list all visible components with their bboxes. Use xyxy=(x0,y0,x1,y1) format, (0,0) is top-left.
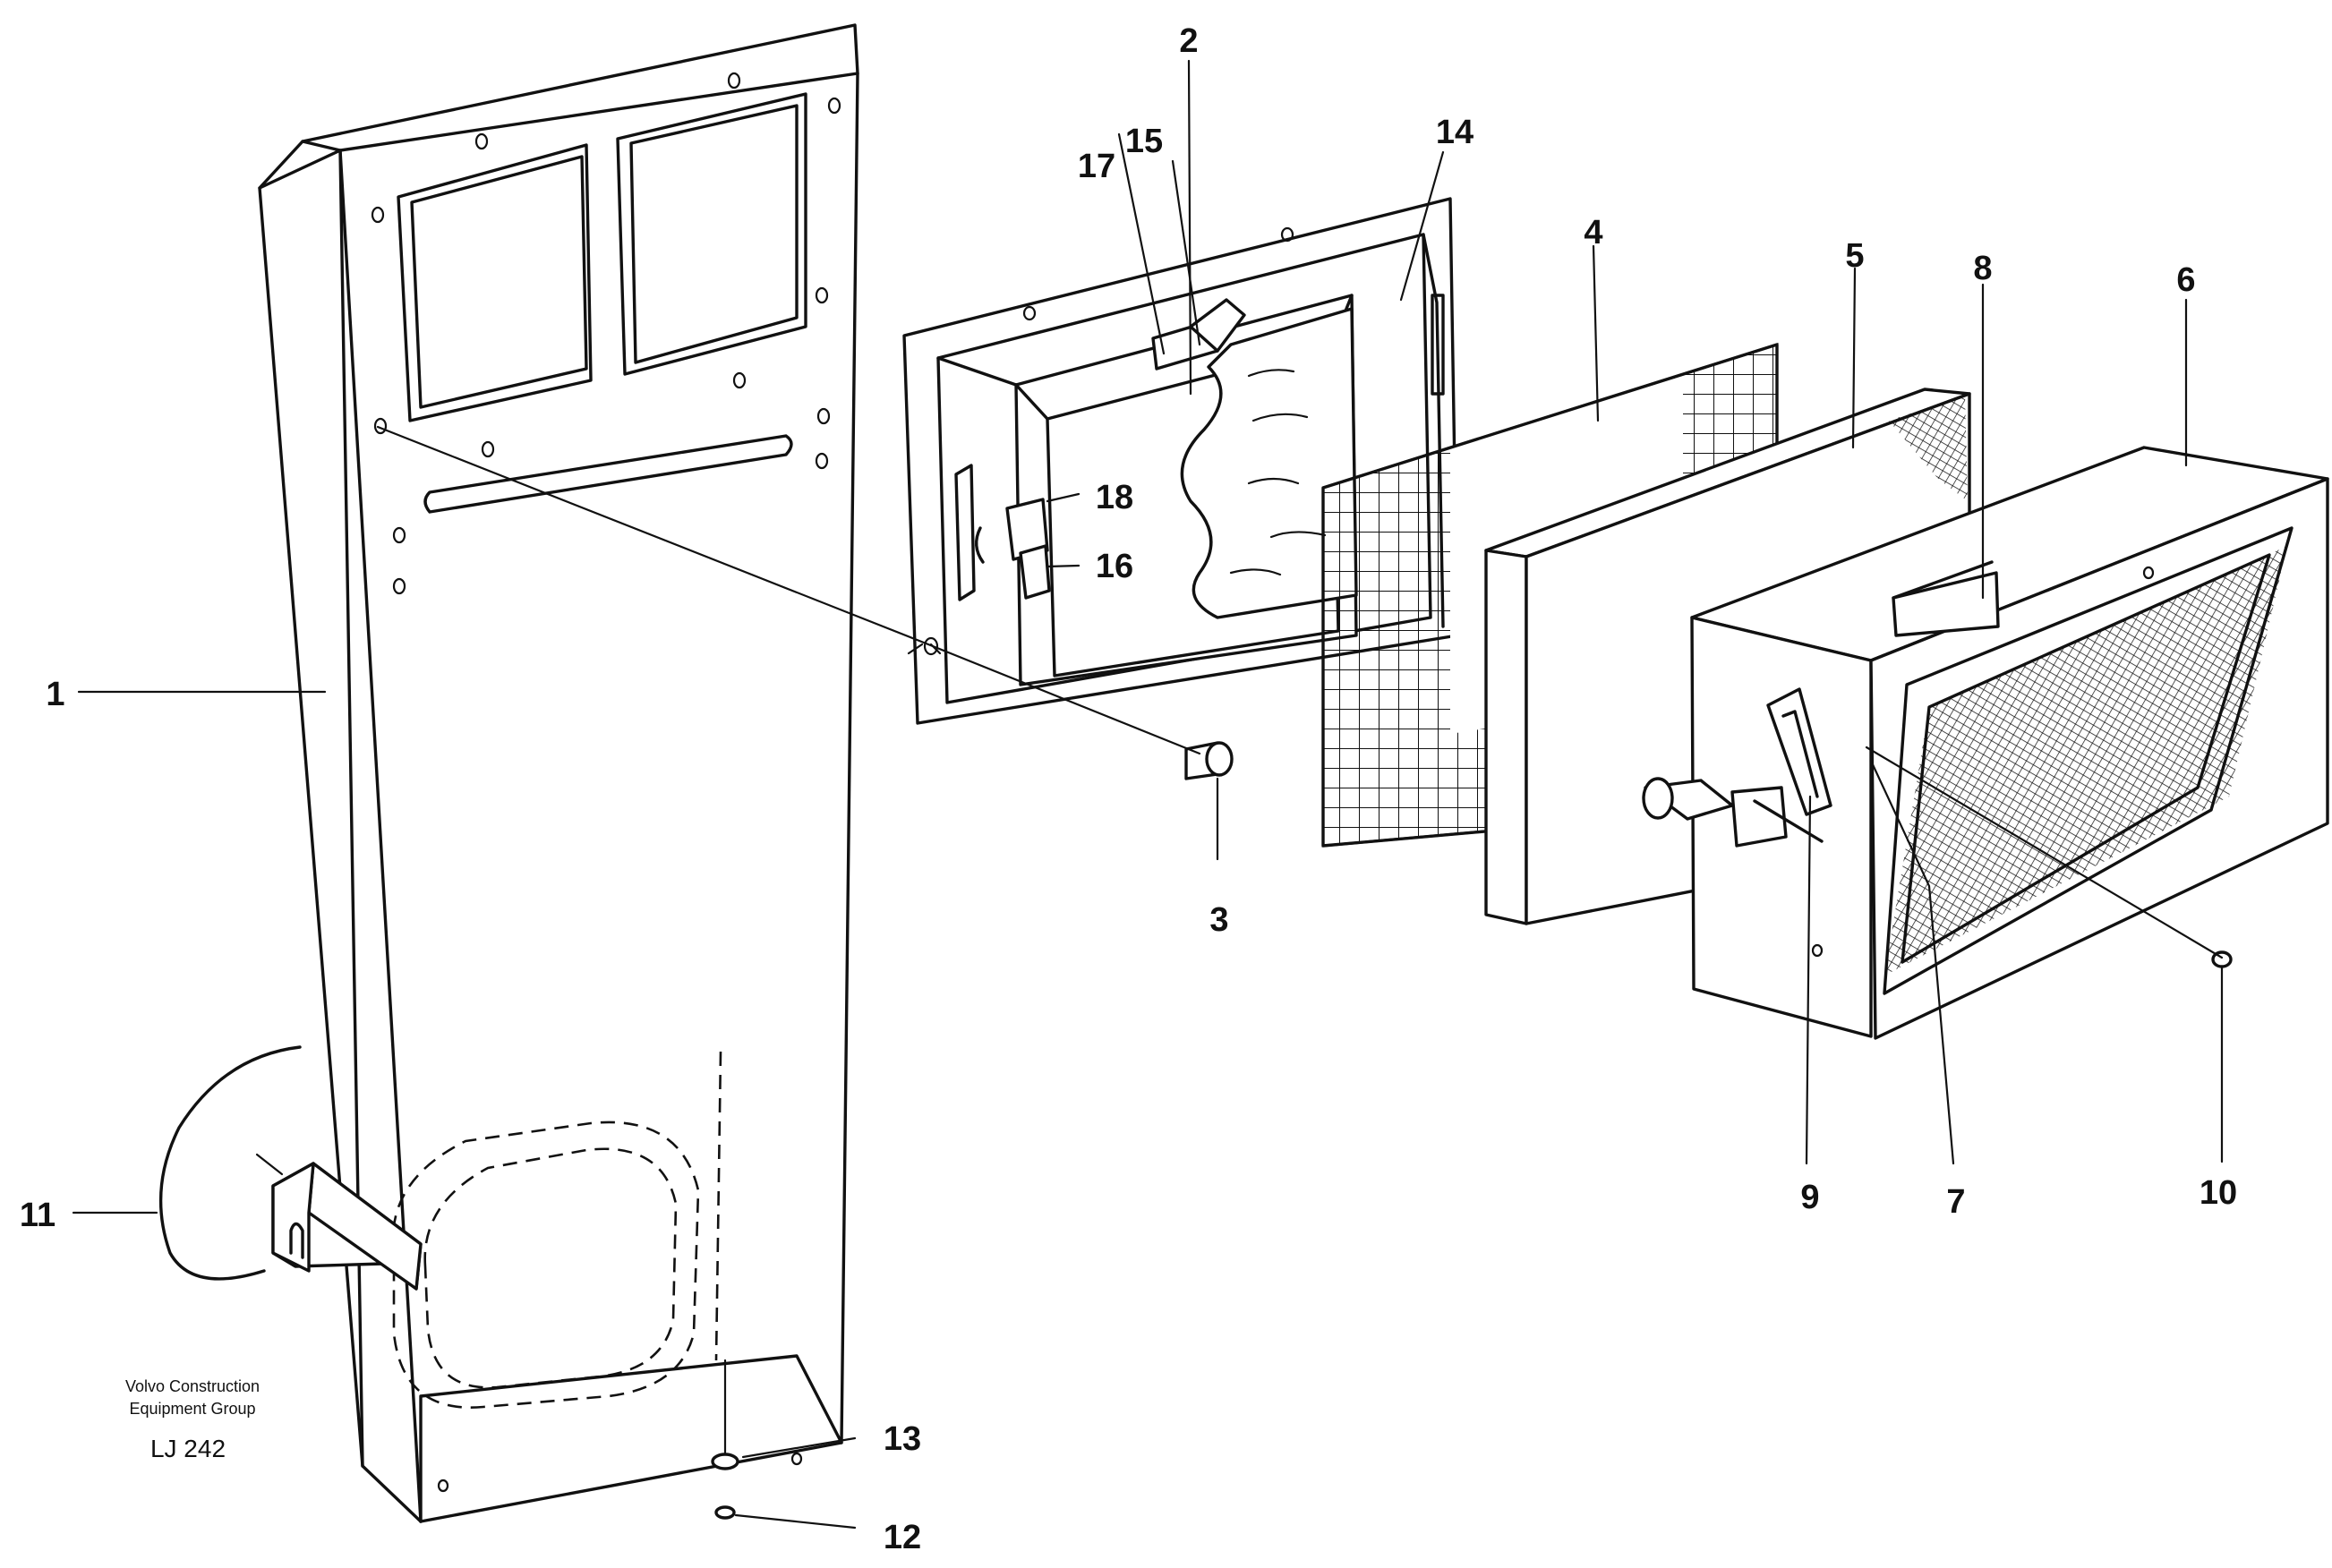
credit-line-2: Equipment Group xyxy=(129,1400,255,1418)
callout-18: 18 xyxy=(1096,479,1133,516)
callout-17: 17 xyxy=(1078,148,1115,185)
outer-cover-part-6 xyxy=(1642,446,2329,1040)
callout-8: 8 xyxy=(1973,250,1992,287)
callout-labels: 1 2 3 4 5 6 7 8 9 10 11 12 13 14 15 16 1… xyxy=(20,22,2237,1556)
washer-part-13 xyxy=(711,1359,739,1470)
callout-3: 3 xyxy=(1209,901,1228,939)
drawing-code: LJ 242 xyxy=(150,1435,226,1462)
callout-10: 10 xyxy=(2200,1174,2237,1212)
screw-part-10 xyxy=(2211,950,2233,1163)
callout-9: 9 xyxy=(1800,1179,1819,1216)
callout-11: 11 xyxy=(20,1197,56,1234)
callout-16: 16 xyxy=(1096,548,1133,585)
callout-4: 4 xyxy=(1584,214,1602,251)
callout-13: 13 xyxy=(884,1420,921,1458)
side-panel-part-1 xyxy=(255,23,859,1523)
wire-part-11 xyxy=(158,1045,302,1281)
bolt-part-3 xyxy=(1184,741,1234,861)
credit-block: Volvo Construction Equipment Group LJ 24… xyxy=(125,1377,260,1462)
credit-line-1: Volvo Construction xyxy=(125,1377,260,1395)
leader-lines xyxy=(72,59,2224,1530)
callout-2: 2 xyxy=(1179,22,1198,60)
callout-15: 15 xyxy=(1125,123,1163,160)
callout-7: 7 xyxy=(1946,1183,1965,1221)
filter-holder-frame-part-2 xyxy=(902,197,1459,725)
callout-1: 1 xyxy=(46,676,64,713)
callout-6: 6 xyxy=(2176,261,2195,299)
nut-part-12 xyxy=(714,1505,736,1520)
callout-14: 14 xyxy=(1436,114,1474,151)
callout-5: 5 xyxy=(1845,237,1864,275)
callout-12: 12 xyxy=(884,1519,921,1556)
